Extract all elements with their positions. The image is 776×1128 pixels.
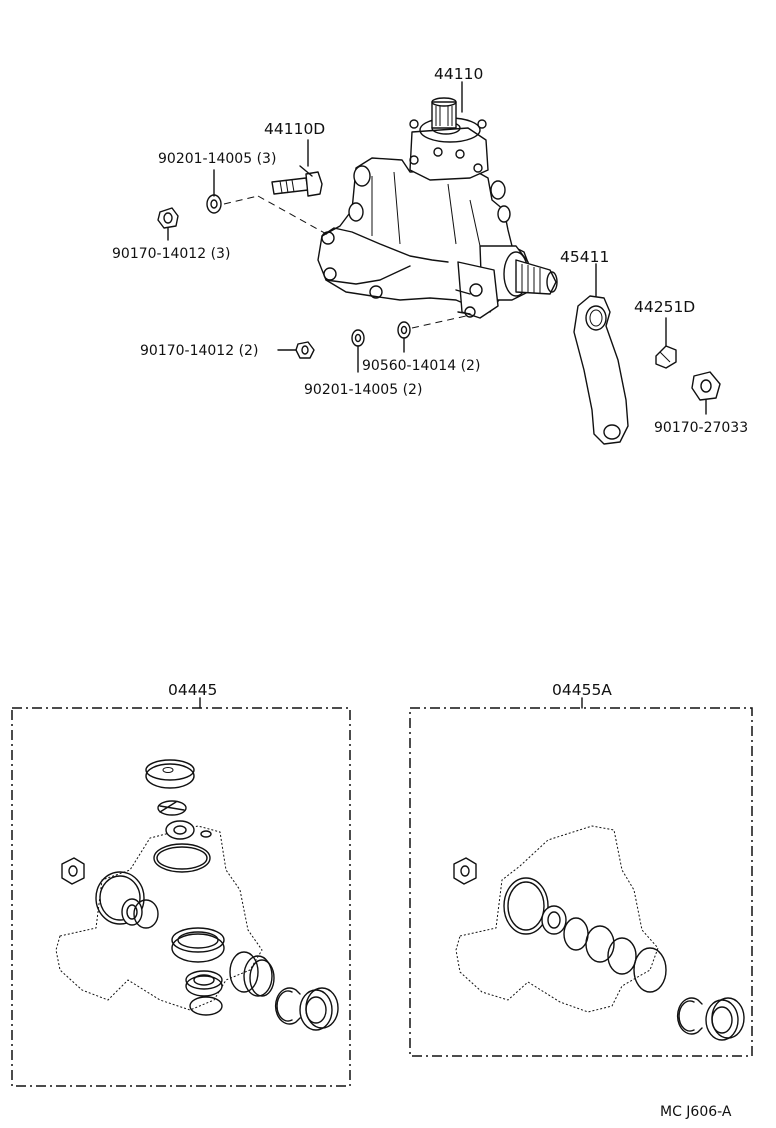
steering-gear-housing [317, 97, 558, 319]
label-gear-assembly-alt: 44110D [264, 120, 325, 138]
gasket-kit-left: 04445 [11, 681, 351, 1087]
label-lock-washer: 44251D [634, 298, 695, 316]
pitman-arm [573, 263, 629, 445]
pitman-lock-washer [655, 317, 677, 369]
lock-washer-small [397, 321, 411, 353]
label-washer-bottom: 90201-14005 (2) [304, 382, 422, 398]
mounting-nut-bottom [277, 341, 315, 359]
mounting-nut-top [157, 207, 179, 241]
label-gear-assembly: 44110 [434, 65, 483, 83]
pitman-nut [691, 371, 721, 415]
label-bolt: 90201-14005 (3) [158, 151, 276, 167]
label-kit-left: 04445 [168, 681, 217, 699]
bolt-washer [206, 194, 222, 214]
drawing-code: MC J606-A [660, 1104, 732, 1120]
label-kit-right: 04455A [552, 681, 612, 699]
label-nut-top: 90170-14012 (3) [112, 246, 230, 262]
label-nut-bottom: 90170-14012 (2) [140, 343, 258, 359]
gasket-kit-right: 04455A [409, 681, 753, 1057]
mounting-bolt [271, 165, 323, 197]
label-washer-small: 90560-14014 (2) [362, 358, 480, 374]
label-pitman-arm: 45411 [560, 248, 609, 266]
washer-bottom [351, 329, 365, 373]
label-pitman-nut: 90170-27033 [654, 420, 748, 436]
